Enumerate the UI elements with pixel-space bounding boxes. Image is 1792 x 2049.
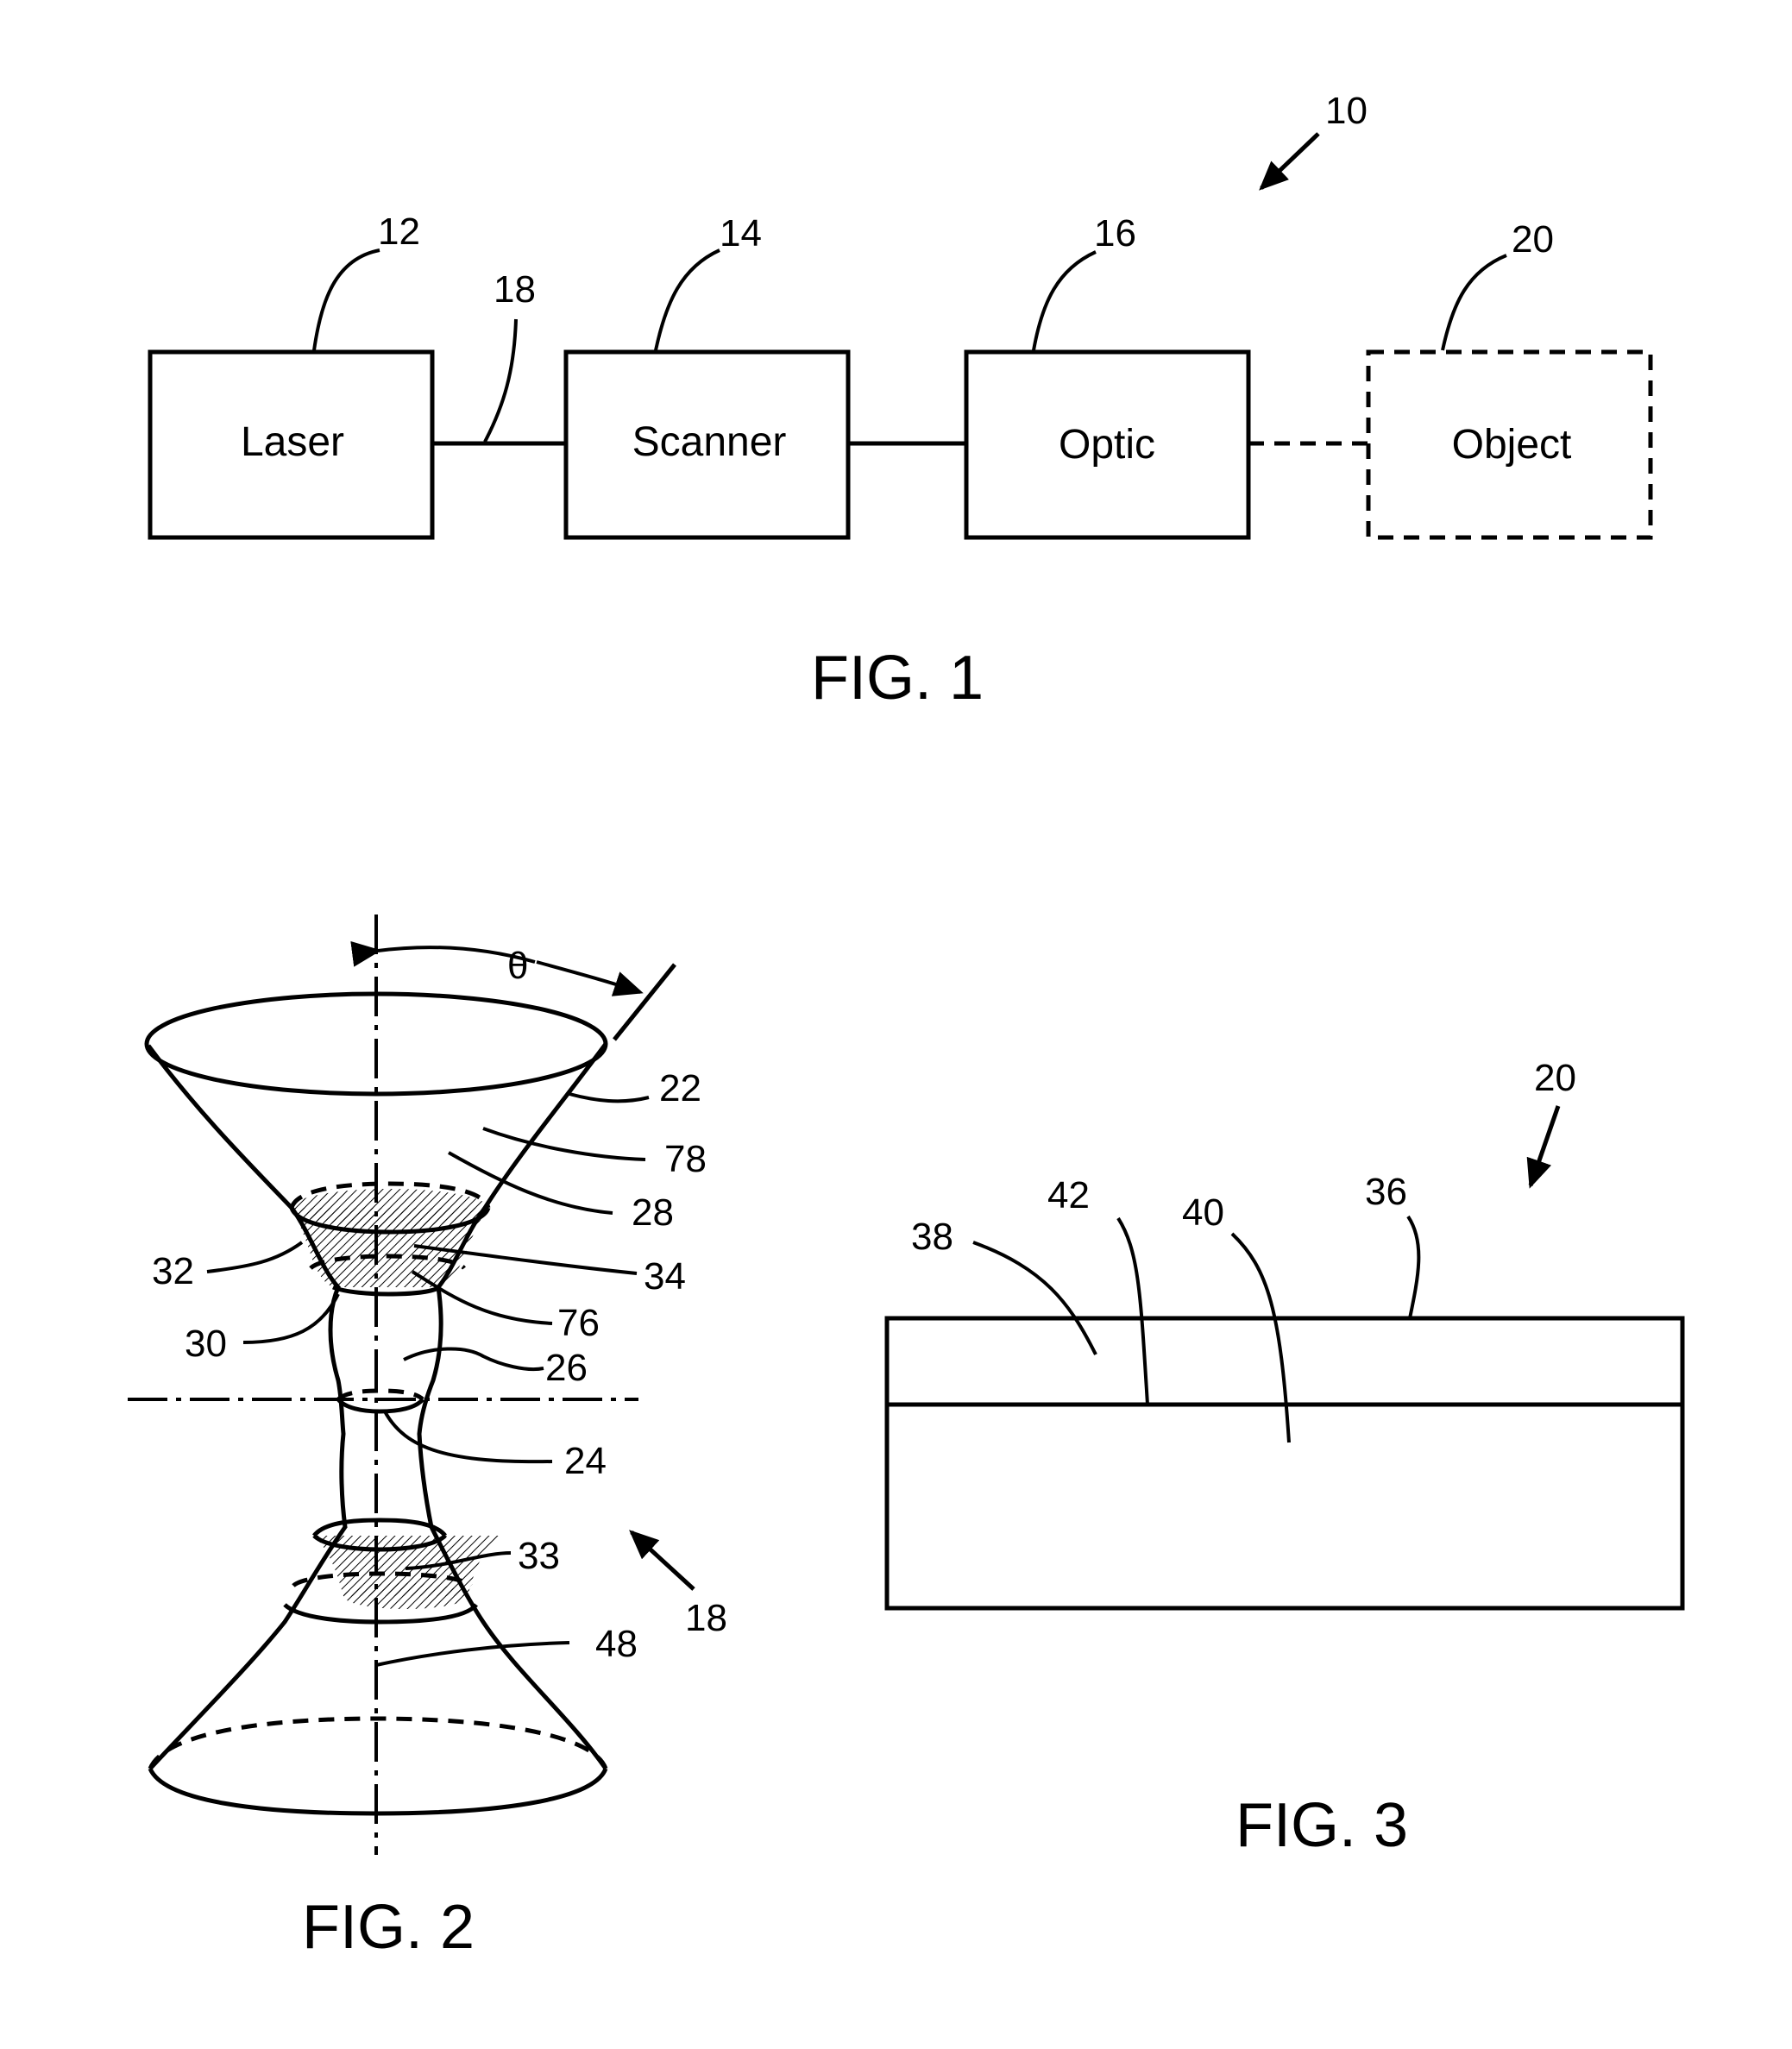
cone-angle-line (614, 965, 675, 1040)
ref-22: 22 (659, 1067, 701, 1109)
leader-48 (376, 1643, 569, 1665)
leader-36 (1408, 1216, 1418, 1318)
object-20-arrow (1531, 1106, 1558, 1185)
ref-30: 30 (185, 1323, 227, 1365)
ref-object-20: 20 (1512, 218, 1554, 261)
ref-28: 28 (632, 1191, 674, 1234)
ref-18: 18 (685, 1597, 727, 1639)
fig2-beam-profile: θ 22 78 28 32 34 76 30 26 24 33 18 48 FI… (128, 915, 727, 1962)
theta-arc-right (537, 962, 640, 992)
leader-38 (973, 1242, 1096, 1354)
band-34-front (333, 1287, 440, 1294)
beam-left-profile (148, 1046, 345, 1769)
leader-30 (243, 1294, 338, 1342)
laser-leader (314, 250, 380, 350)
ref-beam-18: 18 (494, 268, 536, 311)
waist-front (338, 1399, 423, 1411)
laser-label: Laser (241, 419, 344, 465)
scanner-leader (656, 250, 720, 350)
ref-32: 32 (152, 1250, 194, 1292)
leader-22 (569, 1094, 649, 1101)
ref-26: 26 (545, 1347, 588, 1389)
leader-40 (1232, 1234, 1289, 1442)
optic-leader (1034, 252, 1096, 350)
system-pointer-arrow (1261, 134, 1318, 188)
ref-optic-16: 16 (1094, 212, 1136, 255)
ref-48: 48 (595, 1623, 638, 1665)
ref-laser-12: 12 (378, 211, 420, 253)
ref-system-10: 10 (1325, 90, 1368, 132)
leader-24 (385, 1411, 552, 1461)
leader-78 (483, 1128, 645, 1160)
fig3-caption: FIG. 3 (1236, 1791, 1408, 1860)
fig1-block-diagram: 10 Laser 12 18 Scanner 14 Optic 16 Objec… (150, 90, 1651, 713)
leader-26 (404, 1348, 544, 1369)
ref-38: 38 (911, 1216, 953, 1258)
region-33-bottom-fill (343, 1583, 468, 1609)
optic-label: Optic (1059, 422, 1155, 468)
scanner-label: Scanner (632, 419, 787, 465)
ref-scanner-14: 14 (720, 212, 762, 255)
ref-42: 42 (1047, 1174, 1090, 1216)
theta-symbol: θ (507, 945, 528, 987)
leader-32 (207, 1242, 302, 1272)
ref-40: 40 (1182, 1191, 1224, 1234)
object-label: Object (1452, 422, 1572, 468)
beam-leader (485, 319, 516, 442)
leader-42 (1118, 1218, 1148, 1405)
fig3-object-cross-section: 20 38 42 40 36 FIG. 3 (887, 1057, 1682, 1860)
ref-20: 20 (1534, 1057, 1576, 1099)
object-body (887, 1318, 1682, 1608)
region-32-top-fill (292, 1189, 488, 1227)
ref-78: 78 (664, 1138, 707, 1180)
object-leader (1443, 255, 1506, 350)
ref-76: 76 (557, 1302, 600, 1344)
fig2-caption: FIG. 2 (302, 1893, 475, 1962)
beam-18-arrow (632, 1532, 694, 1589)
band-33-top-back (314, 1520, 445, 1536)
ref-36: 36 (1365, 1171, 1407, 1213)
ref-33: 33 (518, 1535, 560, 1577)
fig1-caption: FIG. 1 (811, 644, 984, 713)
ref-34: 34 (644, 1255, 686, 1298)
ref-24: 24 (564, 1440, 607, 1482)
